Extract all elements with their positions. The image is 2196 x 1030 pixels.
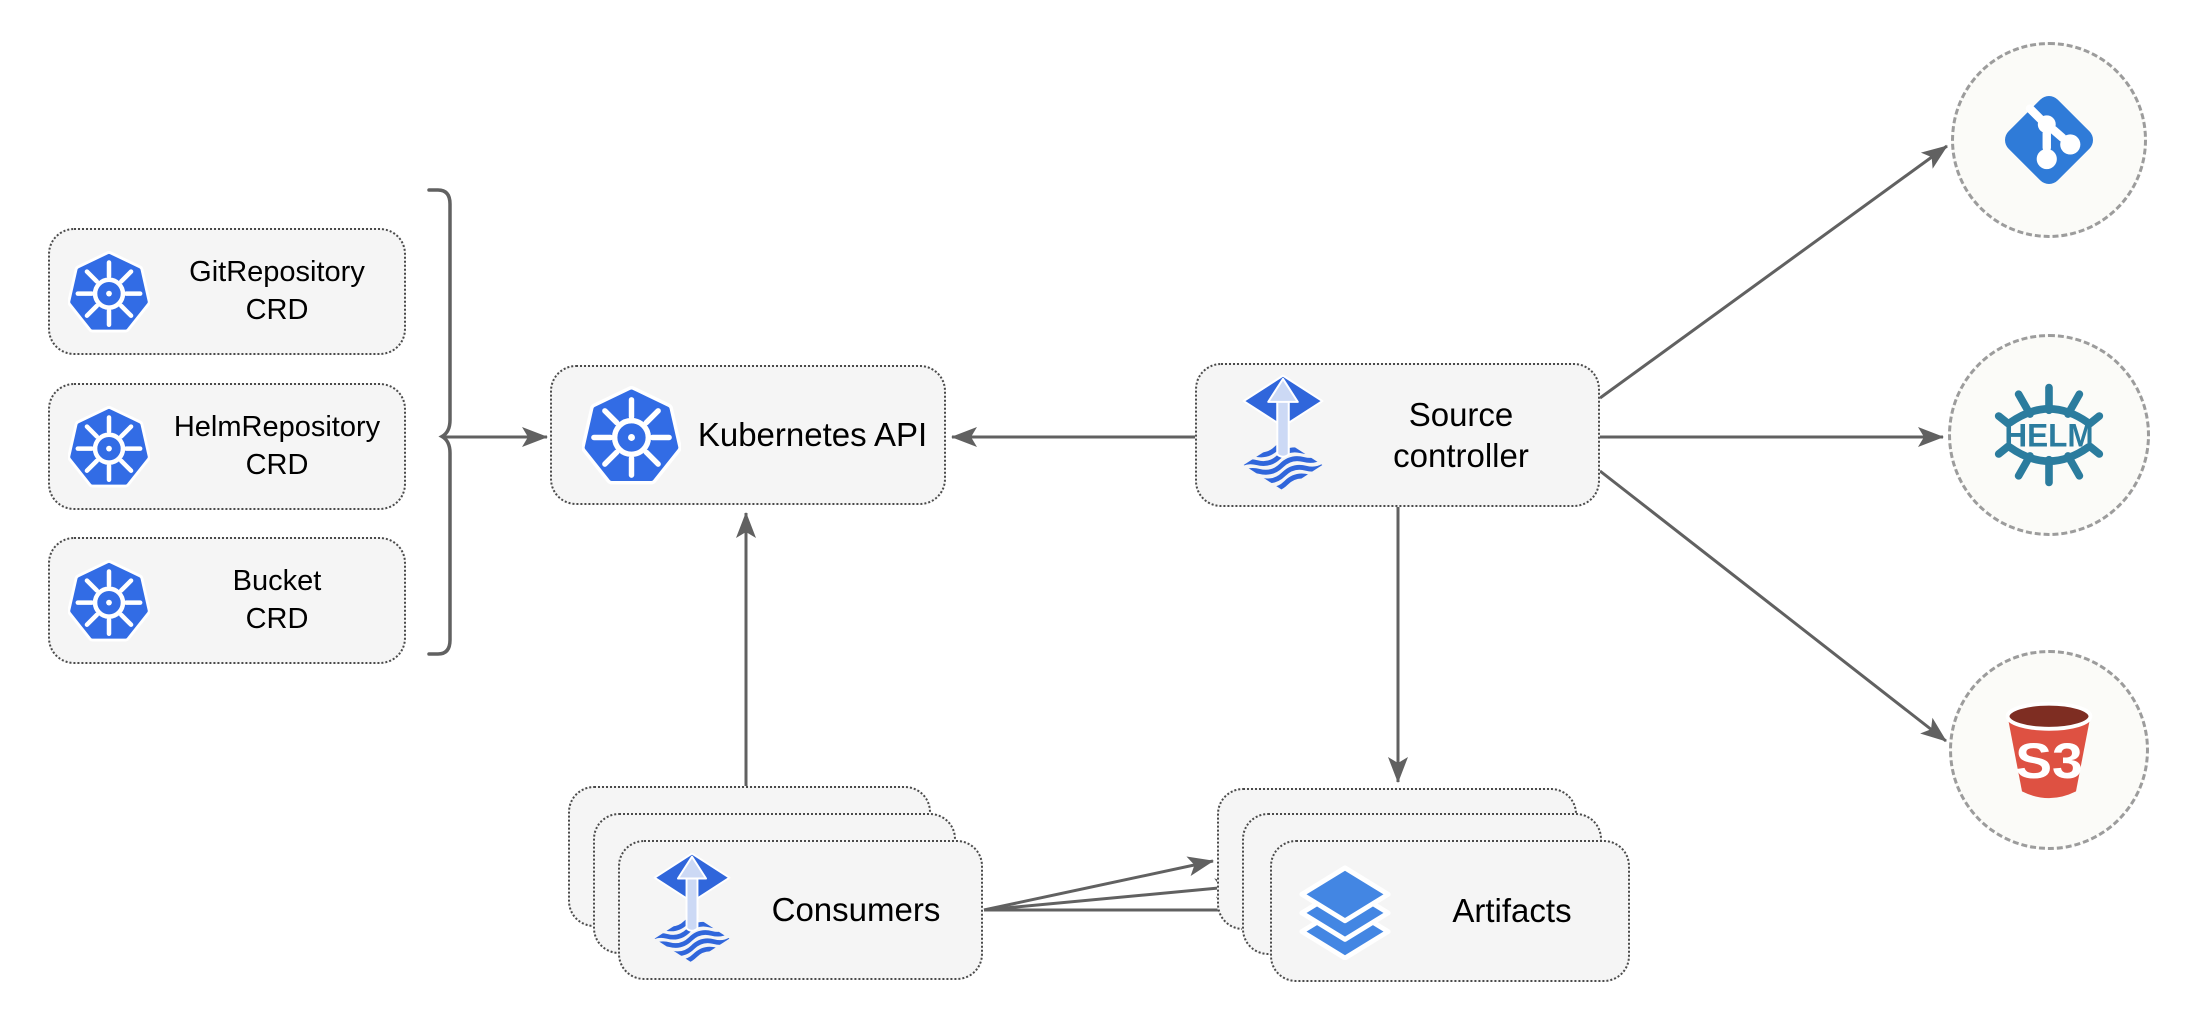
s3-logo-text: S3 — [2015, 733, 2082, 789]
arrow-consumers-to-artifacts-1 — [983, 856, 1214, 912]
helm-icon: HELM — [1994, 383, 2111, 492]
bucket-crd-box: Bucket CRD — [48, 537, 406, 664]
source-controller-label: Source controller — [1393, 395, 1529, 474]
helmrepository-crd-box: HelmRepository CRD — [48, 383, 406, 510]
consumers-box: Consumers — [618, 840, 983, 980]
kubernetes-icon — [68, 406, 150, 488]
artifacts-label: Artifacts — [1452, 892, 1572, 930]
arrow-source-controller-to-s3 — [1599, 469, 1947, 743]
git-icon — [2005, 96, 2093, 184]
kubernetes-icon — [582, 386, 681, 485]
layers-icon — [1299, 865, 1391, 960]
artifacts-box: Artifacts — [1270, 840, 1630, 982]
kubernetes-icon — [68, 560, 150, 642]
kubernetes-icon — [68, 251, 150, 333]
s3-source-circle: S3 — [1949, 650, 2149, 850]
git-source-circle — [1951, 42, 2147, 238]
helm-logo-text: HELM — [2004, 417, 2093, 453]
flux-icon — [653, 852, 731, 969]
helm-source-circle: HELM — [1948, 334, 2150, 536]
flux-icon — [1242, 374, 1324, 497]
arrow-consumers-to-artifacts-2 — [983, 878, 1241, 912]
consumers-label: Consumers — [771, 891, 941, 929]
helmrepository-crd-label: HelmRepository CRD — [173, 410, 381, 481]
crd-group-bracket — [427, 188, 452, 656]
gitrepository-crd-label: GitRepository CRD — [189, 255, 365, 326]
source-controller-box: Source controller — [1195, 363, 1600, 507]
bucket-crd-label: Bucket CRD — [232, 564, 322, 635]
arrow-source-controller-to-git — [1599, 144, 1948, 400]
s3-bucket-icon: S3 — [2005, 701, 2093, 799]
kubernetes-api-box: Kubernetes API — [550, 365, 946, 505]
kubernetes-api-label: Kubernetes API — [697, 416, 928, 454]
gitrepository-crd-box: GitRepository CRD — [48, 228, 406, 355]
